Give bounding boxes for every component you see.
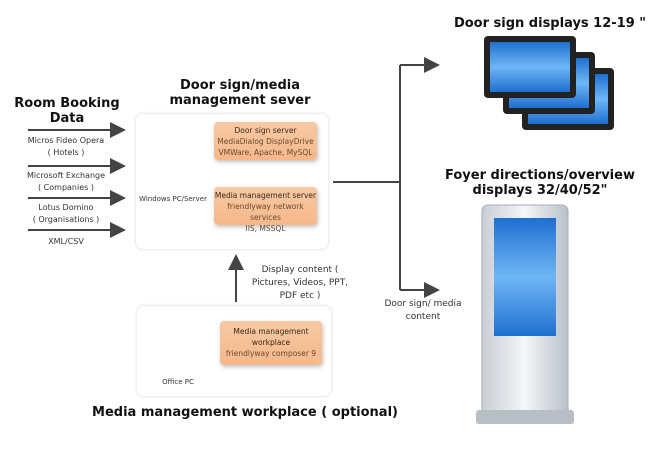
output-label: Door sign/ media content bbox=[378, 298, 468, 324]
source-lotus: Lotus Domino ( Organisations ) bbox=[14, 202, 118, 226]
box-line: MediaDialog DisplayDrive bbox=[217, 137, 314, 146]
source-name: Lotus Domino bbox=[38, 203, 94, 212]
label-line: Pictures, Videos, PPT, bbox=[251, 278, 349, 288]
box-line: IIS, MSSQL bbox=[245, 224, 286, 233]
pc-label: Office PC bbox=[162, 378, 194, 386]
label-line: PDF etc ) bbox=[279, 291, 321, 301]
title-line: displays 32/40/52" bbox=[472, 183, 608, 198]
media-server-box: Media management server friendlyway netw… bbox=[214, 187, 317, 233]
source-name: Micros Fideo Opera bbox=[27, 136, 105, 145]
box-line: workplace bbox=[251, 338, 291, 347]
source-name: XML/CSV bbox=[48, 237, 84, 246]
pc-label: Windows PC/Server bbox=[139, 195, 207, 203]
server-title: Door sign/media management sever bbox=[150, 78, 330, 108]
box-line: VMWare, Apache, MySQL bbox=[218, 148, 313, 157]
title-line: Door sign/media bbox=[180, 78, 300, 93]
door-sign-displays-image bbox=[484, 36, 614, 130]
label-line: content bbox=[405, 312, 441, 322]
foyer-kiosk-image bbox=[476, 204, 574, 424]
box-line: Media management bbox=[233, 327, 309, 336]
label-line: Door sign/ media bbox=[384, 299, 462, 309]
title-line: management sever bbox=[169, 93, 311, 108]
box-heading: Door sign server bbox=[234, 126, 297, 135]
source-type: ( Hotels ) bbox=[47, 148, 85, 157]
box-heading: Media management server bbox=[214, 191, 317, 200]
source-exchange: Microsoft Exchange ( Companies ) bbox=[14, 170, 118, 194]
display-content-label: Display content ( Pictures, Videos, PPT,… bbox=[245, 264, 355, 303]
source-xml: XML/CSV bbox=[14, 236, 118, 248]
title-line: Room Booking bbox=[14, 96, 120, 111]
door-sign-server-box: Door sign server MediaDialog DisplayDriv… bbox=[214, 122, 317, 160]
source-type: ( Organisations ) bbox=[32, 215, 100, 224]
foyer-title: Foyer directions/overview displays 32/40… bbox=[430, 168, 650, 198]
title-line: Foyer directions/overview bbox=[445, 168, 635, 183]
title-line: Data bbox=[49, 111, 85, 126]
source-name: Microsoft Exchange bbox=[26, 171, 106, 180]
box-line: friendlyway network services bbox=[227, 202, 304, 222]
workplace-box: Media management workplace friendlyway c… bbox=[220, 321, 322, 365]
source-opera: Micros Fideo Opera ( Hotels ) bbox=[14, 135, 118, 159]
workplace-title: Media management workplace ( optional) bbox=[92, 405, 398, 420]
label-line: Display content ( bbox=[261, 265, 339, 275]
box-line: friendlyway composer 9 bbox=[225, 349, 317, 358]
door-sign-displays-title: Door sign displays 12-19 " bbox=[453, 16, 647, 31]
room-booking-title: Room Booking Data bbox=[12, 96, 122, 126]
source-type: ( Companies ) bbox=[38, 183, 94, 192]
